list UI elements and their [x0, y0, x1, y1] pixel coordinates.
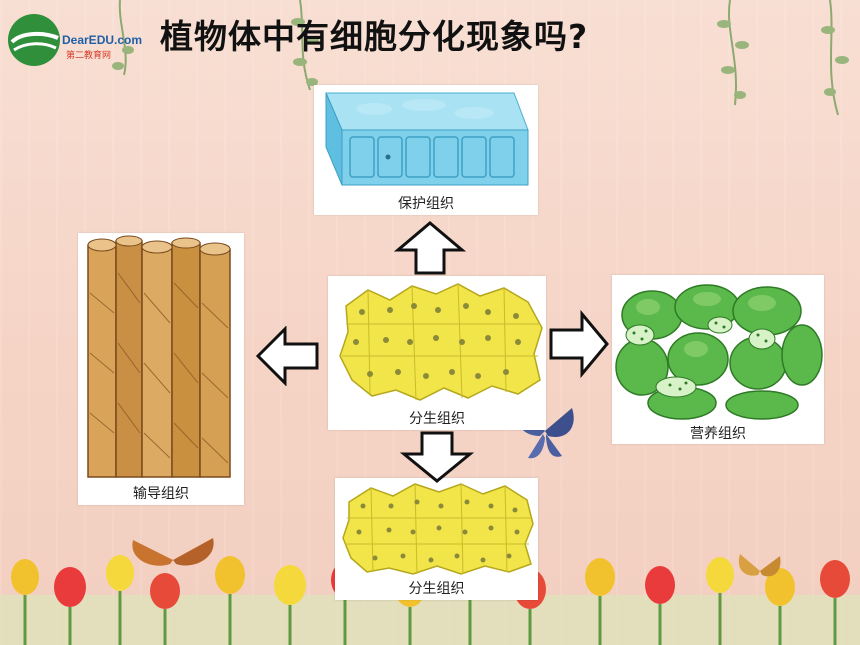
meristem-tissue-panel: 分生组织	[328, 276, 546, 430]
meristem-tissue-panel-bottom: 分生组织	[335, 478, 538, 600]
meristem-tissue-illustration	[339, 283, 543, 401]
panel-caption: 分生组织	[409, 411, 465, 427]
site-logo: DearEDU.com 第二教育网	[4, 8, 154, 70]
logo-text: DearEDU.com	[62, 33, 142, 47]
panel-caption: 分生组织	[408, 581, 465, 597]
nutritive-tissue-panel: 营养组织	[612, 275, 824, 444]
right-arrow-icon	[549, 309, 609, 379]
slide-title: 植物体中有细胞分化现象吗?	[160, 17, 589, 56]
conductive-tissue-panel: 输导组织	[78, 233, 244, 505]
panel-caption: 营养组织	[690, 426, 746, 442]
panel-caption: 保护组织	[398, 196, 454, 212]
nutritive-tissue-illustration	[615, 284, 823, 420]
butterfly-icon	[738, 554, 781, 577]
down-arrow-icon	[400, 431, 474, 483]
up-arrow-icon	[394, 221, 466, 275]
butterfly-icon	[132, 538, 214, 566]
vine-decoration	[112, 0, 849, 116]
protective-tissue-illustration	[325, 92, 529, 186]
left-arrow-icon	[255, 326, 319, 386]
conductive-tissue-illustration	[87, 235, 231, 478]
meristem-tissue-illustration	[342, 483, 534, 575]
protective-tissue-panel: 保护组织	[314, 85, 538, 215]
panel-caption: 输导组织	[133, 486, 189, 502]
logo-subtext: 第二教育网	[66, 49, 111, 61]
